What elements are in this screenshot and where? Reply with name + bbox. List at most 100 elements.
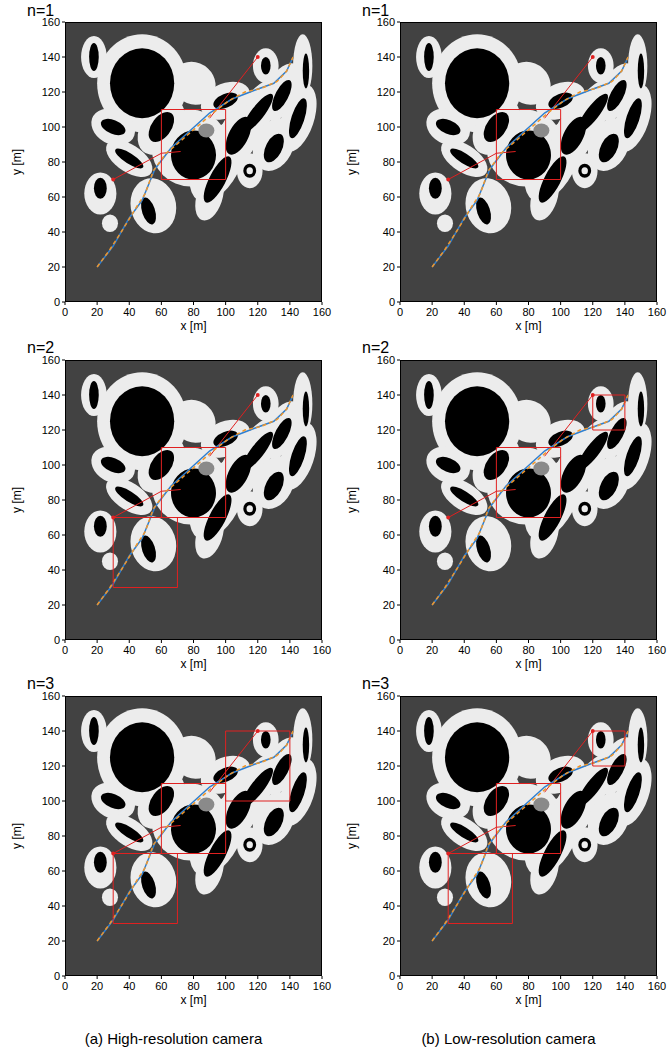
axis-tick [397, 197, 400, 198]
tick-label: 20 [383, 935, 395, 948]
red-window [593, 395, 625, 430]
tick-label: 120 [249, 644, 267, 657]
map-plot [65, 22, 322, 302]
map-plot [400, 360, 657, 640]
axis-tick [62, 766, 65, 767]
map-illustration [65, 22, 322, 302]
axis-tick [397, 871, 400, 872]
axis-tick [65, 302, 66, 305]
tick-label: 100 [377, 459, 395, 472]
tick-label: 20 [426, 644, 438, 657]
tick-label: 20 [48, 935, 60, 948]
tick-label: 60 [383, 529, 395, 542]
tick-label: 100 [551, 306, 569, 319]
panel-caption: (b) Low-resolution camera [421, 1030, 595, 1047]
tick-label: 100 [42, 459, 60, 472]
tick-label: 160 [313, 306, 331, 319]
axis-tick [65, 640, 66, 643]
tick-label: 80 [48, 830, 60, 843]
axis-label: y [m] [11, 487, 25, 513]
tick-label: 0 [54, 634, 60, 647]
axis-tick [432, 302, 433, 305]
axis-tick [397, 570, 400, 571]
axis-tick [592, 302, 593, 305]
tick-label: 120 [42, 760, 60, 773]
axis-tick [97, 976, 98, 979]
axis-label: x [m] [181, 658, 207, 672]
axis-tick [322, 302, 323, 305]
tick-label: 20 [48, 599, 60, 612]
tick-label: 100 [216, 980, 234, 993]
tick-label: 40 [458, 644, 470, 657]
panel-caption: (a) High-resolution camera [85, 1030, 263, 1047]
tick-label: 100 [42, 121, 60, 134]
axis-tick [397, 500, 400, 501]
axis-tick [289, 302, 290, 305]
tick-label: 0 [397, 306, 403, 319]
tick-label: 140 [616, 644, 634, 657]
tick-label: 20 [91, 306, 103, 319]
axis-tick [657, 640, 658, 643]
tick-label: 140 [281, 980, 299, 993]
axis-tick [62, 696, 65, 697]
axis-tick [289, 976, 290, 979]
axis-tick [62, 535, 65, 536]
axis-tick [560, 640, 561, 643]
axis-tick [496, 640, 497, 643]
tick-label: 40 [458, 306, 470, 319]
red-window [448, 854, 512, 924]
tick-label: 120 [584, 644, 602, 657]
map-plot [400, 22, 657, 302]
axis-tick [129, 302, 130, 305]
tick-label: 120 [377, 760, 395, 773]
axis-label: y [m] [346, 823, 360, 849]
axis-tick [62, 836, 65, 837]
axis-tick [97, 302, 98, 305]
axis-tick [62, 360, 65, 361]
axis-tick [397, 162, 400, 163]
axis-tick [62, 232, 65, 233]
axis-tick [397, 766, 400, 767]
tick-label: 20 [426, 980, 438, 993]
tick-label: 60 [155, 644, 167, 657]
tick-label: 100 [377, 795, 395, 808]
map-illustration [400, 22, 657, 302]
tick-label: 160 [313, 980, 331, 993]
tick-label: 80 [522, 980, 534, 993]
axis-tick [397, 801, 400, 802]
axis-tick [161, 640, 162, 643]
tick-label: 120 [584, 306, 602, 319]
axis-tick [62, 605, 65, 606]
tick-label: 100 [377, 121, 395, 134]
axis-tick [62, 570, 65, 571]
axis-tick [528, 640, 529, 643]
axis-label: x [m] [516, 320, 542, 334]
axis-tick [397, 22, 400, 23]
axis-tick [193, 976, 194, 979]
axis-tick [62, 465, 65, 466]
axis-tick [397, 605, 400, 606]
axis-frame [66, 697, 322, 976]
tick-label: 160 [42, 354, 60, 367]
map-illustration [65, 360, 322, 640]
tick-label: 60 [48, 529, 60, 542]
tick-label: 80 [522, 306, 534, 319]
red-window [113, 518, 177, 588]
tick-label: 100 [216, 306, 234, 319]
axis-tick [397, 360, 400, 361]
tick-label: 60 [383, 191, 395, 204]
axis-tick [257, 302, 258, 305]
tick-label: 140 [616, 306, 634, 319]
red-window [496, 448, 560, 518]
tick-label: 20 [383, 599, 395, 612]
tick-label: 0 [389, 970, 395, 983]
axis-frame [66, 23, 322, 302]
axis-tick [62, 906, 65, 907]
tick-label: 40 [383, 226, 395, 239]
tick-label: 60 [383, 865, 395, 878]
axis-frame [401, 23, 657, 302]
axis-tick [496, 302, 497, 305]
axis-tick [432, 976, 433, 979]
axis-tick [322, 640, 323, 643]
tick-label: 140 [42, 725, 60, 738]
